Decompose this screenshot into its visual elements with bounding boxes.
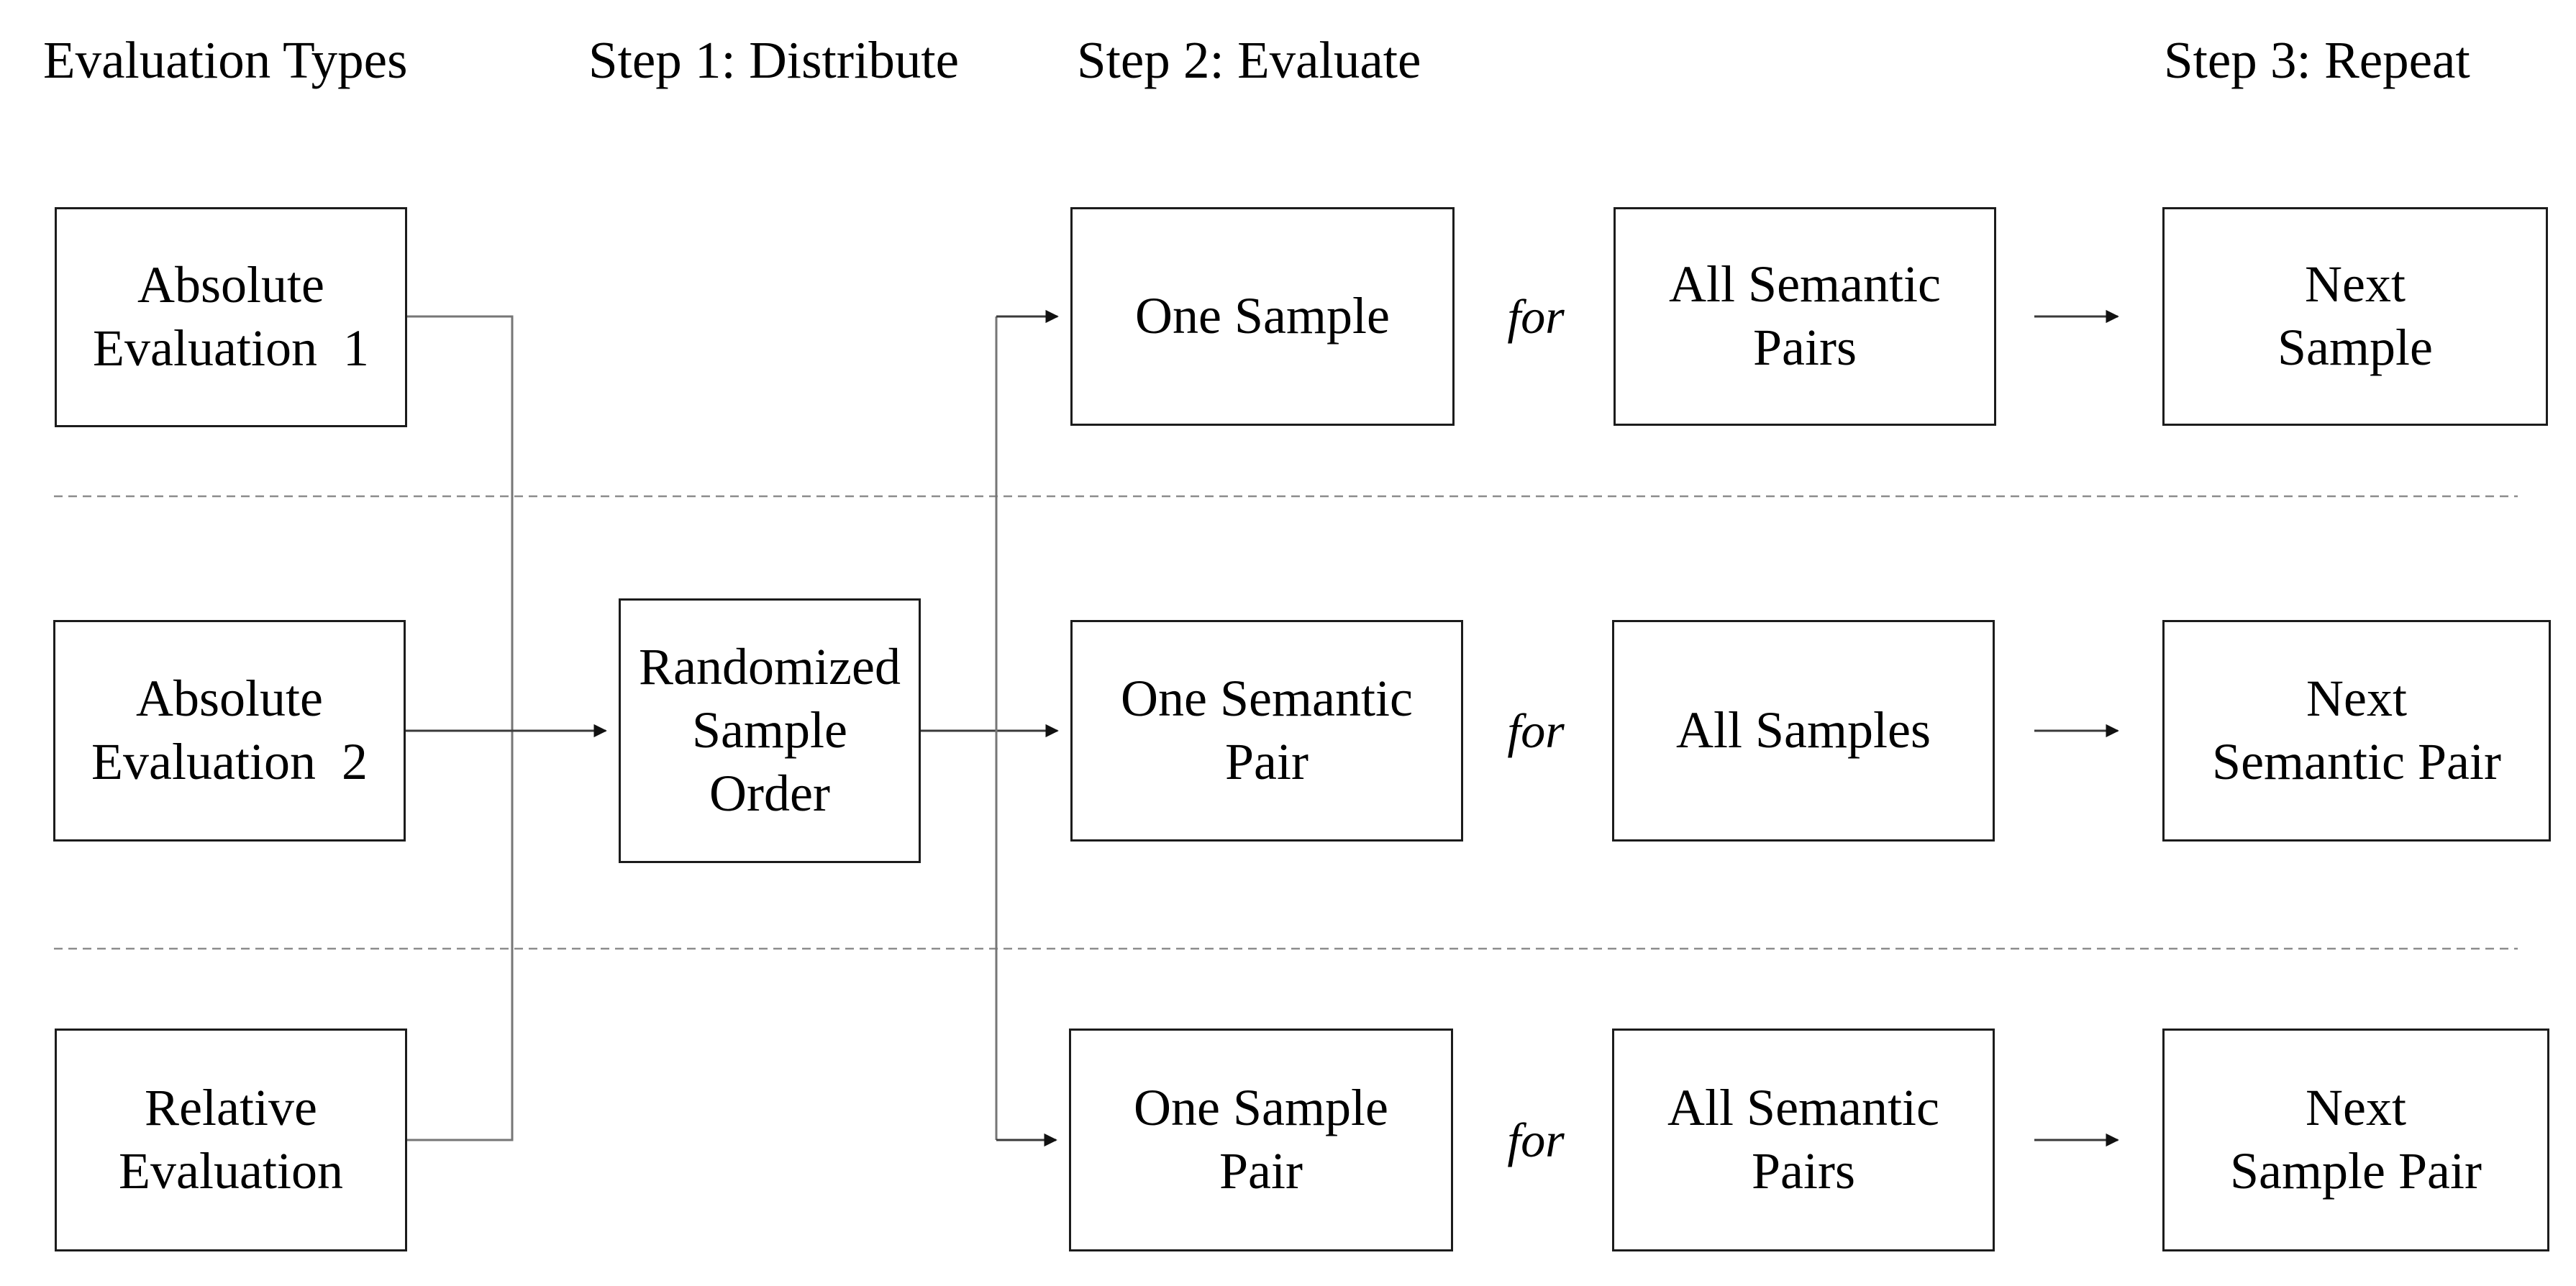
node-all-samples: All Samples [1612, 620, 1995, 842]
node-absolute-evaluation-1: Absolute Evaluation 1 [55, 207, 407, 427]
node-all-semantic-pairs-row1: All Semantic Pairs [1614, 207, 1996, 426]
node-absolute-evaluation-2: Absolute Evaluation 2 [53, 620, 406, 842]
node-relative-evaluation: Relative Evaluation [55, 1029, 407, 1251]
node-randomized-sample-order: Randomized Sample Order [619, 598, 921, 863]
header-evaluation-types: Evaluation Types [43, 31, 408, 89]
node-label: Next Semantic Pair [2212, 670, 2501, 790]
node-all-semantic-pairs-row3: All Semantic Pairs [1612, 1029, 1995, 1251]
header-step2-evaluate: Step 2: Evaluate [1077, 31, 1421, 89]
node-label: Absolute Evaluation 1 [93, 256, 369, 377]
node-label: One Semantic Pair [1121, 670, 1413, 790]
node-label: Next Sample Pair [2230, 1079, 2482, 1200]
node-label: All Semantic Pairs [1669, 255, 1941, 376]
header-step1-distribute: Step 1: Distribute [588, 31, 960, 89]
for-label-row2: for [1507, 703, 1565, 758]
node-label: Randomized Sample Order [639, 638, 901, 822]
node-next-semantic-pair: Next Semantic Pair [2162, 620, 2551, 842]
node-label: One Sample [1135, 287, 1390, 345]
node-label: All Semantic Pairs [1667, 1079, 1939, 1200]
node-label: Absolute Evaluation 2 [91, 670, 368, 790]
node-one-sample: One Sample [1070, 207, 1455, 426]
node-next-sample-pair: Next Sample Pair [2162, 1029, 2549, 1251]
node-label: One Sample Pair [1134, 1079, 1388, 1200]
for-label-row3: for [1507, 1113, 1565, 1167]
node-one-sample-pair: One Sample Pair [1069, 1029, 1453, 1251]
connector-eval-types-merge [406, 315, 514, 1141]
node-label: Relative Evaluation [119, 1079, 343, 1200]
header-step3-repeat: Step 3: Repeat [2164, 31, 2470, 89]
node-label: Next Sample [2277, 255, 2433, 376]
node-one-semantic-pair: One Semantic Pair [1070, 620, 1463, 842]
node-label: All Samples [1676, 701, 1931, 760]
node-next-sample: Next Sample [2162, 207, 2548, 426]
for-label-row1: for [1507, 289, 1565, 344]
